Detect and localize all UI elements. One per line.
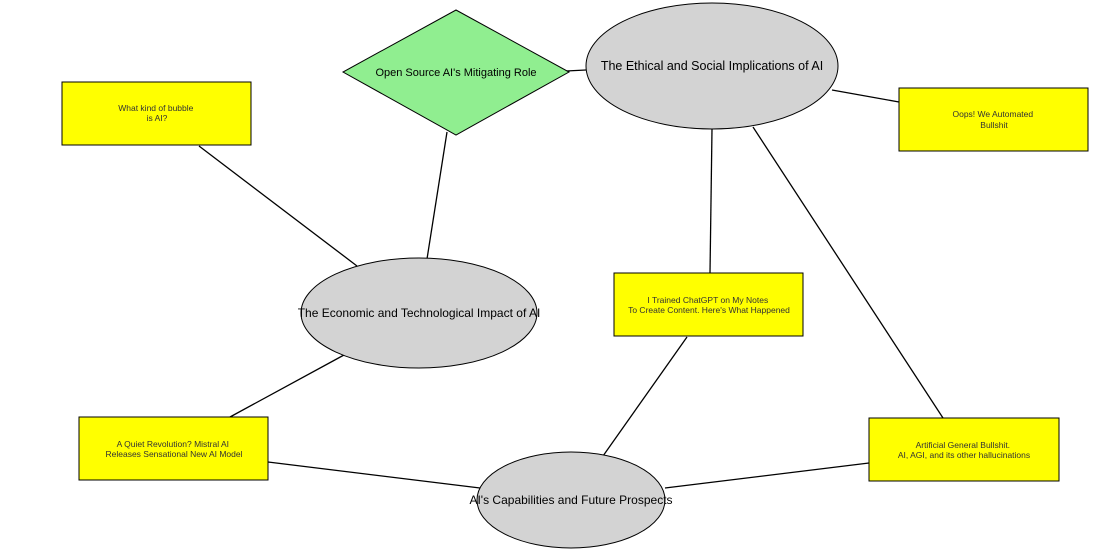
mistral-label: A Quiet Revolution? Mistral AI Releases … — [105, 439, 242, 459]
mistral-box — [78, 416, 269, 481]
agb-label-line-1: Artificial General Bullshit. — [916, 440, 1010, 450]
node-capabilities[interactable]: AI's Capabilities and Future Prospects — [469, 451, 673, 549]
edge-agb-capabilities — [664, 462, 870, 489]
chatgpt-label: I Trained ChatGPT on My Notes To Create … — [628, 295, 790, 315]
node-ethical[interactable]: The Ethical and Social Implications of A… — [585, 2, 839, 130]
edge-chatgpt-capabilities — [602, 336, 688, 457]
capabilities-ellipse — [476, 451, 666, 549]
edge-ethical-oops — [831, 89, 900, 103]
bubble-box — [61, 81, 252, 146]
mistral-label-line-1: A Quiet Revolution? Mistral AI — [117, 439, 229, 449]
economic-ellipse — [300, 257, 538, 369]
agb-label: Artificial General Bullshit. AI, AGI, an… — [898, 440, 1030, 460]
open-source-label: Open Source AI's Mitigating Role — [375, 67, 536, 79]
node-chatgpt[interactable]: I Trained ChatGPT on My Notes To Create … — [613, 272, 804, 337]
edge-mistral-capabilities — [267, 461, 481, 489]
economic-label: The Economic and Technological Impact of… — [298, 306, 541, 320]
chatgpt-box — [613, 272, 804, 337]
edge-bubble-economic — [198, 145, 358, 267]
agb-label-line-2: AI, AGI, and its other hallucinations — [898, 450, 1030, 460]
node-bubble[interactable]: What kind of bubble is AI? — [61, 81, 252, 146]
oops-box — [898, 87, 1089, 152]
edge-ethical-agb — [752, 126, 944, 419]
oops-label-line-2: Bullshit — [980, 120, 1008, 130]
mistral-label-line-2: Releases Sensational New AI Model — [105, 449, 242, 459]
oops-label-line-1: Oops! We Automated — [952, 109, 1033, 119]
ethical-ellipse — [585, 2, 839, 130]
edge-ethical-open-source — [565, 69, 587, 72]
bubble-label: What kind of bubble is AI? — [118, 103, 196, 123]
node-economic[interactable]: The Economic and Technological Impact of… — [298, 257, 541, 369]
bubble-label-line-2: is AI? — [147, 113, 168, 123]
node-open-source[interactable]: Open Source AI's Mitigating Role — [341, 9, 571, 136]
node-mistral[interactable]: A Quiet Revolution? Mistral AI Releases … — [78, 416, 269, 481]
capabilities-label: AI's Capabilities and Future Prospects — [469, 493, 672, 507]
chatgpt-label-line-2: To Create Content. Here's What Happened — [628, 305, 790, 315]
open-source-diamond — [341, 9, 571, 136]
agb-box — [868, 417, 1060, 482]
bubble-label-line-1: What kind of bubble — [118, 103, 193, 113]
node-agb[interactable]: Artificial General Bullshit. AI, AGI, an… — [868, 417, 1060, 482]
chatgpt-label-line-1: I Trained ChatGPT on My Notes — [647, 295, 768, 305]
oops-label: Oops! We Automated Bullshit — [952, 109, 1035, 130]
edge-ethical-chatgpt — [709, 128, 713, 274]
node-oops[interactable]: Oops! We Automated Bullshit — [898, 87, 1089, 152]
ethical-label: The Ethical and Social Implications of A… — [601, 59, 823, 73]
edge-economic-mistral — [229, 354, 345, 418]
edges — [198, 69, 944, 489]
edge-open-source-economic — [426, 131, 448, 260]
